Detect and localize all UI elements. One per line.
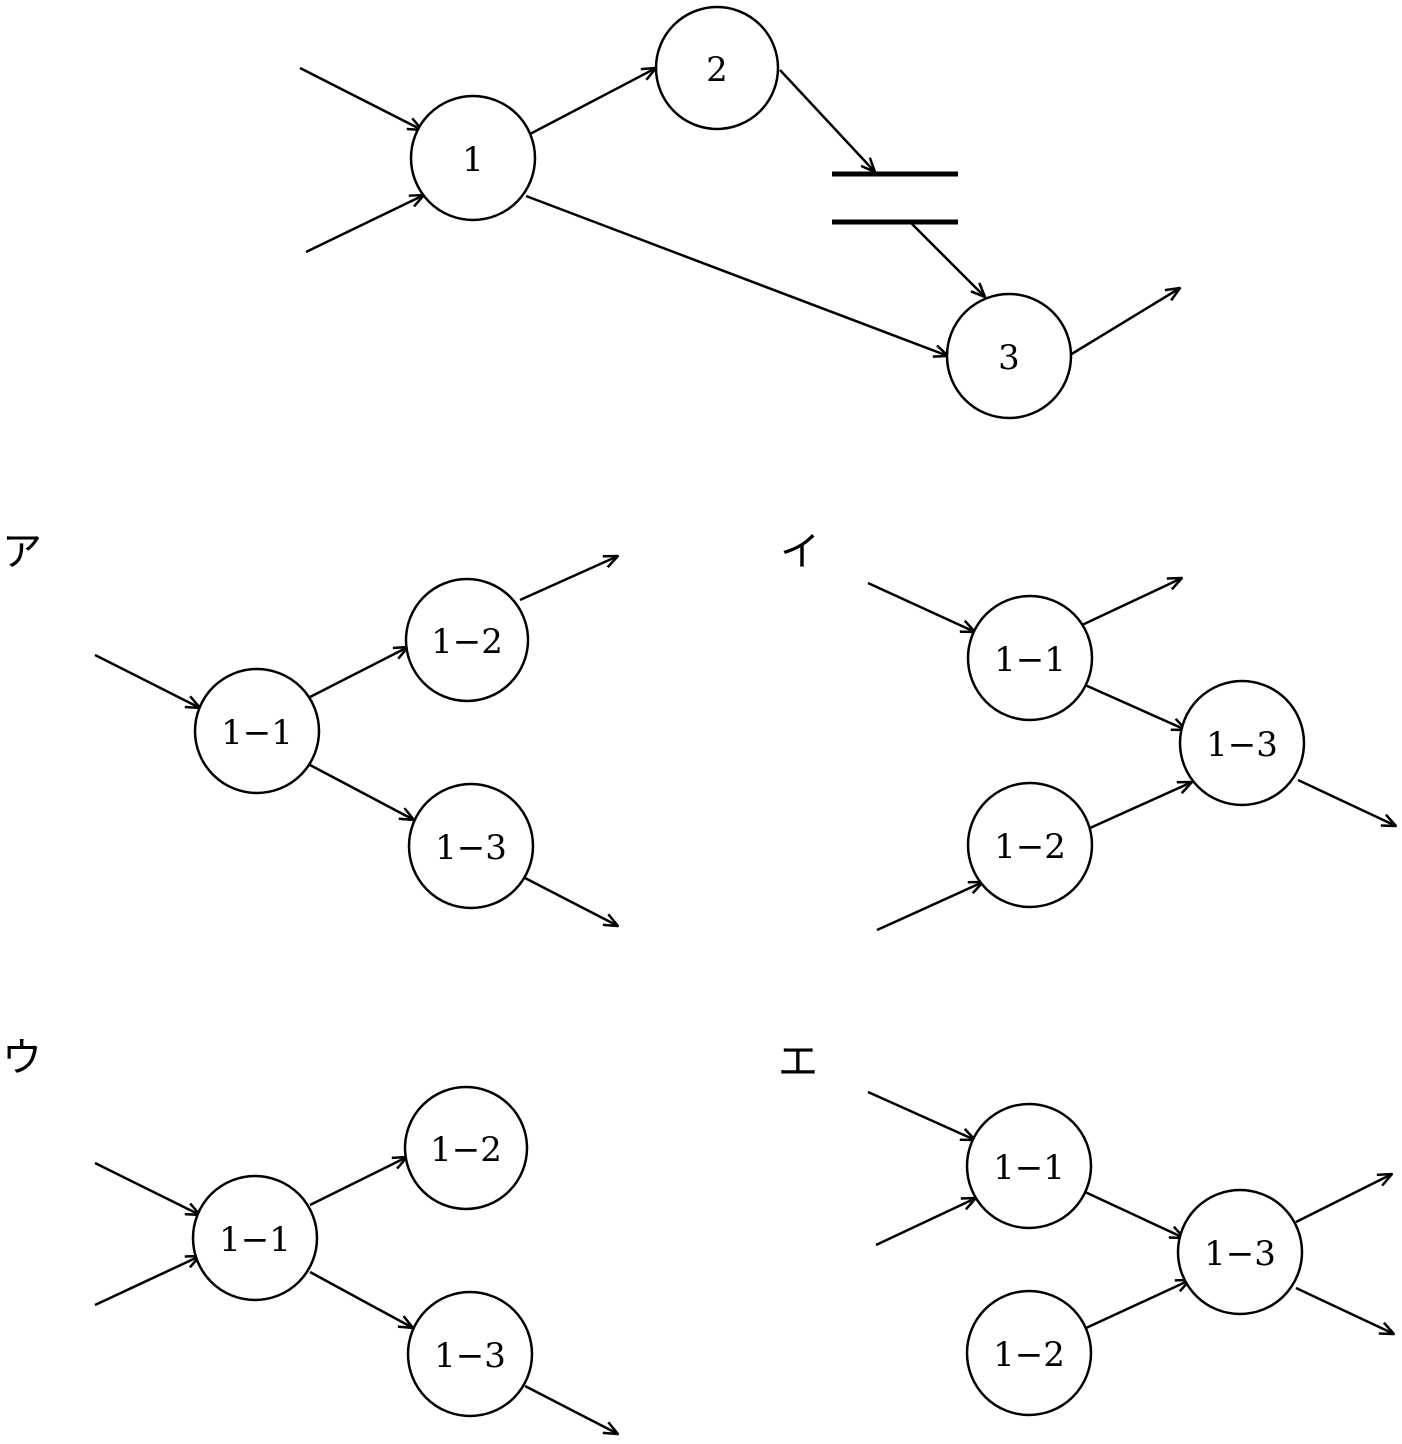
main-process-2-label: 2 [706, 50, 728, 90]
option-i-flow-12-13 [1089, 782, 1192, 830]
option-u-process-1-3 [406, 1290, 534, 1418]
option-e-in-flow-1 [867, 1090, 975, 1140]
option-e-process-1-3-label: 1−3 [1204, 1234, 1276, 1274]
main-out-flow [1069, 288, 1180, 357]
option-u-process-1-2-label: 1−2 [430, 1130, 502, 1170]
option-u-in-flow-1 [94, 1161, 200, 1215]
option-a-label: ア [2, 529, 42, 575]
option-i-in-flow-12 [876, 882, 983, 932]
option-u-process-1-1 [191, 1174, 319, 1302]
option-u-in-flow-2 [94, 1256, 200, 1307]
main-process-1 [409, 94, 537, 222]
option-e-out-flow-2 [1295, 1286, 1394, 1334]
option-e-process-1-3 [1176, 1188, 1304, 1316]
main-process-2 [654, 5, 780, 131]
main-process-3 [945, 292, 1073, 420]
option-i-flow-11-13 [1084, 683, 1186, 730]
option-a-out-flow-12 [519, 556, 618, 602]
main-diagram: 1 2 3 [299, 5, 1180, 420]
option-e-in-flow-2 [875, 1198, 976, 1247]
main-in-flow-2 [305, 195, 424, 254]
option-u-process-1-2 [403, 1085, 529, 1211]
option-i-label: イ [780, 529, 820, 575]
main-flow-store-to-3 [911, 223, 985, 297]
option-e: エ 1−1 1−3 1−2 [778, 1039, 1394, 1417]
option-a: ア 1−1 1−2 1−3 [2, 529, 618, 926]
option-i-process-1-2 [966, 781, 1094, 909]
option-i-process-1-2-label: 1−2 [994, 827, 1066, 867]
option-i-process-1-3-label: 1−3 [1206, 725, 1278, 765]
option-a-out-flow-13 [524, 876, 618, 926]
option-a-flow-11-13 [309, 763, 414, 820]
option-u: ウ 1−1 1−2 1−3 [2, 1035, 618, 1434]
option-a-flow-11-12 [309, 647, 408, 699]
main-process-1-label: 1 [462, 140, 484, 180]
option-e-process-1-2 [965, 1289, 1093, 1417]
main-flow-2-to-store [779, 69, 875, 172]
option-e-process-1-2-label: 1−2 [993, 1335, 1065, 1375]
option-u-process-1-3-label: 1−3 [434, 1336, 506, 1376]
option-i-in-flow-11 [867, 581, 975, 632]
option-a-process-1-3 [407, 782, 535, 910]
option-a-in-flow [94, 653, 200, 708]
option-u-flow-11-13 [309, 1270, 413, 1328]
option-e-label: エ [778, 1039, 818, 1085]
option-a-process-1-2-label: 1−2 [431, 622, 503, 662]
option-a-process-1-1-label: 1−1 [221, 713, 293, 753]
option-i-process-1-3 [1178, 679, 1306, 807]
option-i-process-1-1 [966, 594, 1094, 722]
option-e-process-1-1 [965, 1102, 1093, 1230]
option-u-process-1-1-label: 1−1 [219, 1220, 291, 1260]
main-process-3-label: 3 [998, 338, 1020, 378]
option-a-process-1-2 [404, 577, 530, 703]
main-in-flow-1 [299, 66, 422, 130]
option-a-process-1-1 [193, 667, 321, 795]
option-i-process-1-1-label: 1−1 [994, 640, 1066, 680]
option-i: イ 1−1 1−3 1−2 [780, 529, 1396, 932]
option-i-out-flow-11 [1081, 578, 1182, 627]
option-u-label: ウ [2, 1035, 42, 1081]
option-e-process-1-1-label: 1−1 [993, 1148, 1065, 1188]
option-a-process-1-3-label: 1−3 [435, 828, 507, 868]
option-e-flow-11-13 [1084, 1190, 1184, 1238]
option-i-out-flow-13 [1297, 778, 1396, 826]
option-e-out-flow-1 [1295, 1174, 1392, 1224]
option-u-flow-11-12 [309, 1157, 407, 1207]
option-u-out-flow-13 [524, 1384, 618, 1434]
main-flow-1-to-2 [529, 68, 656, 136]
main-flow-1-to-3 [525, 194, 948, 356]
option-e-flow-12-13 [1085, 1280, 1190, 1330]
